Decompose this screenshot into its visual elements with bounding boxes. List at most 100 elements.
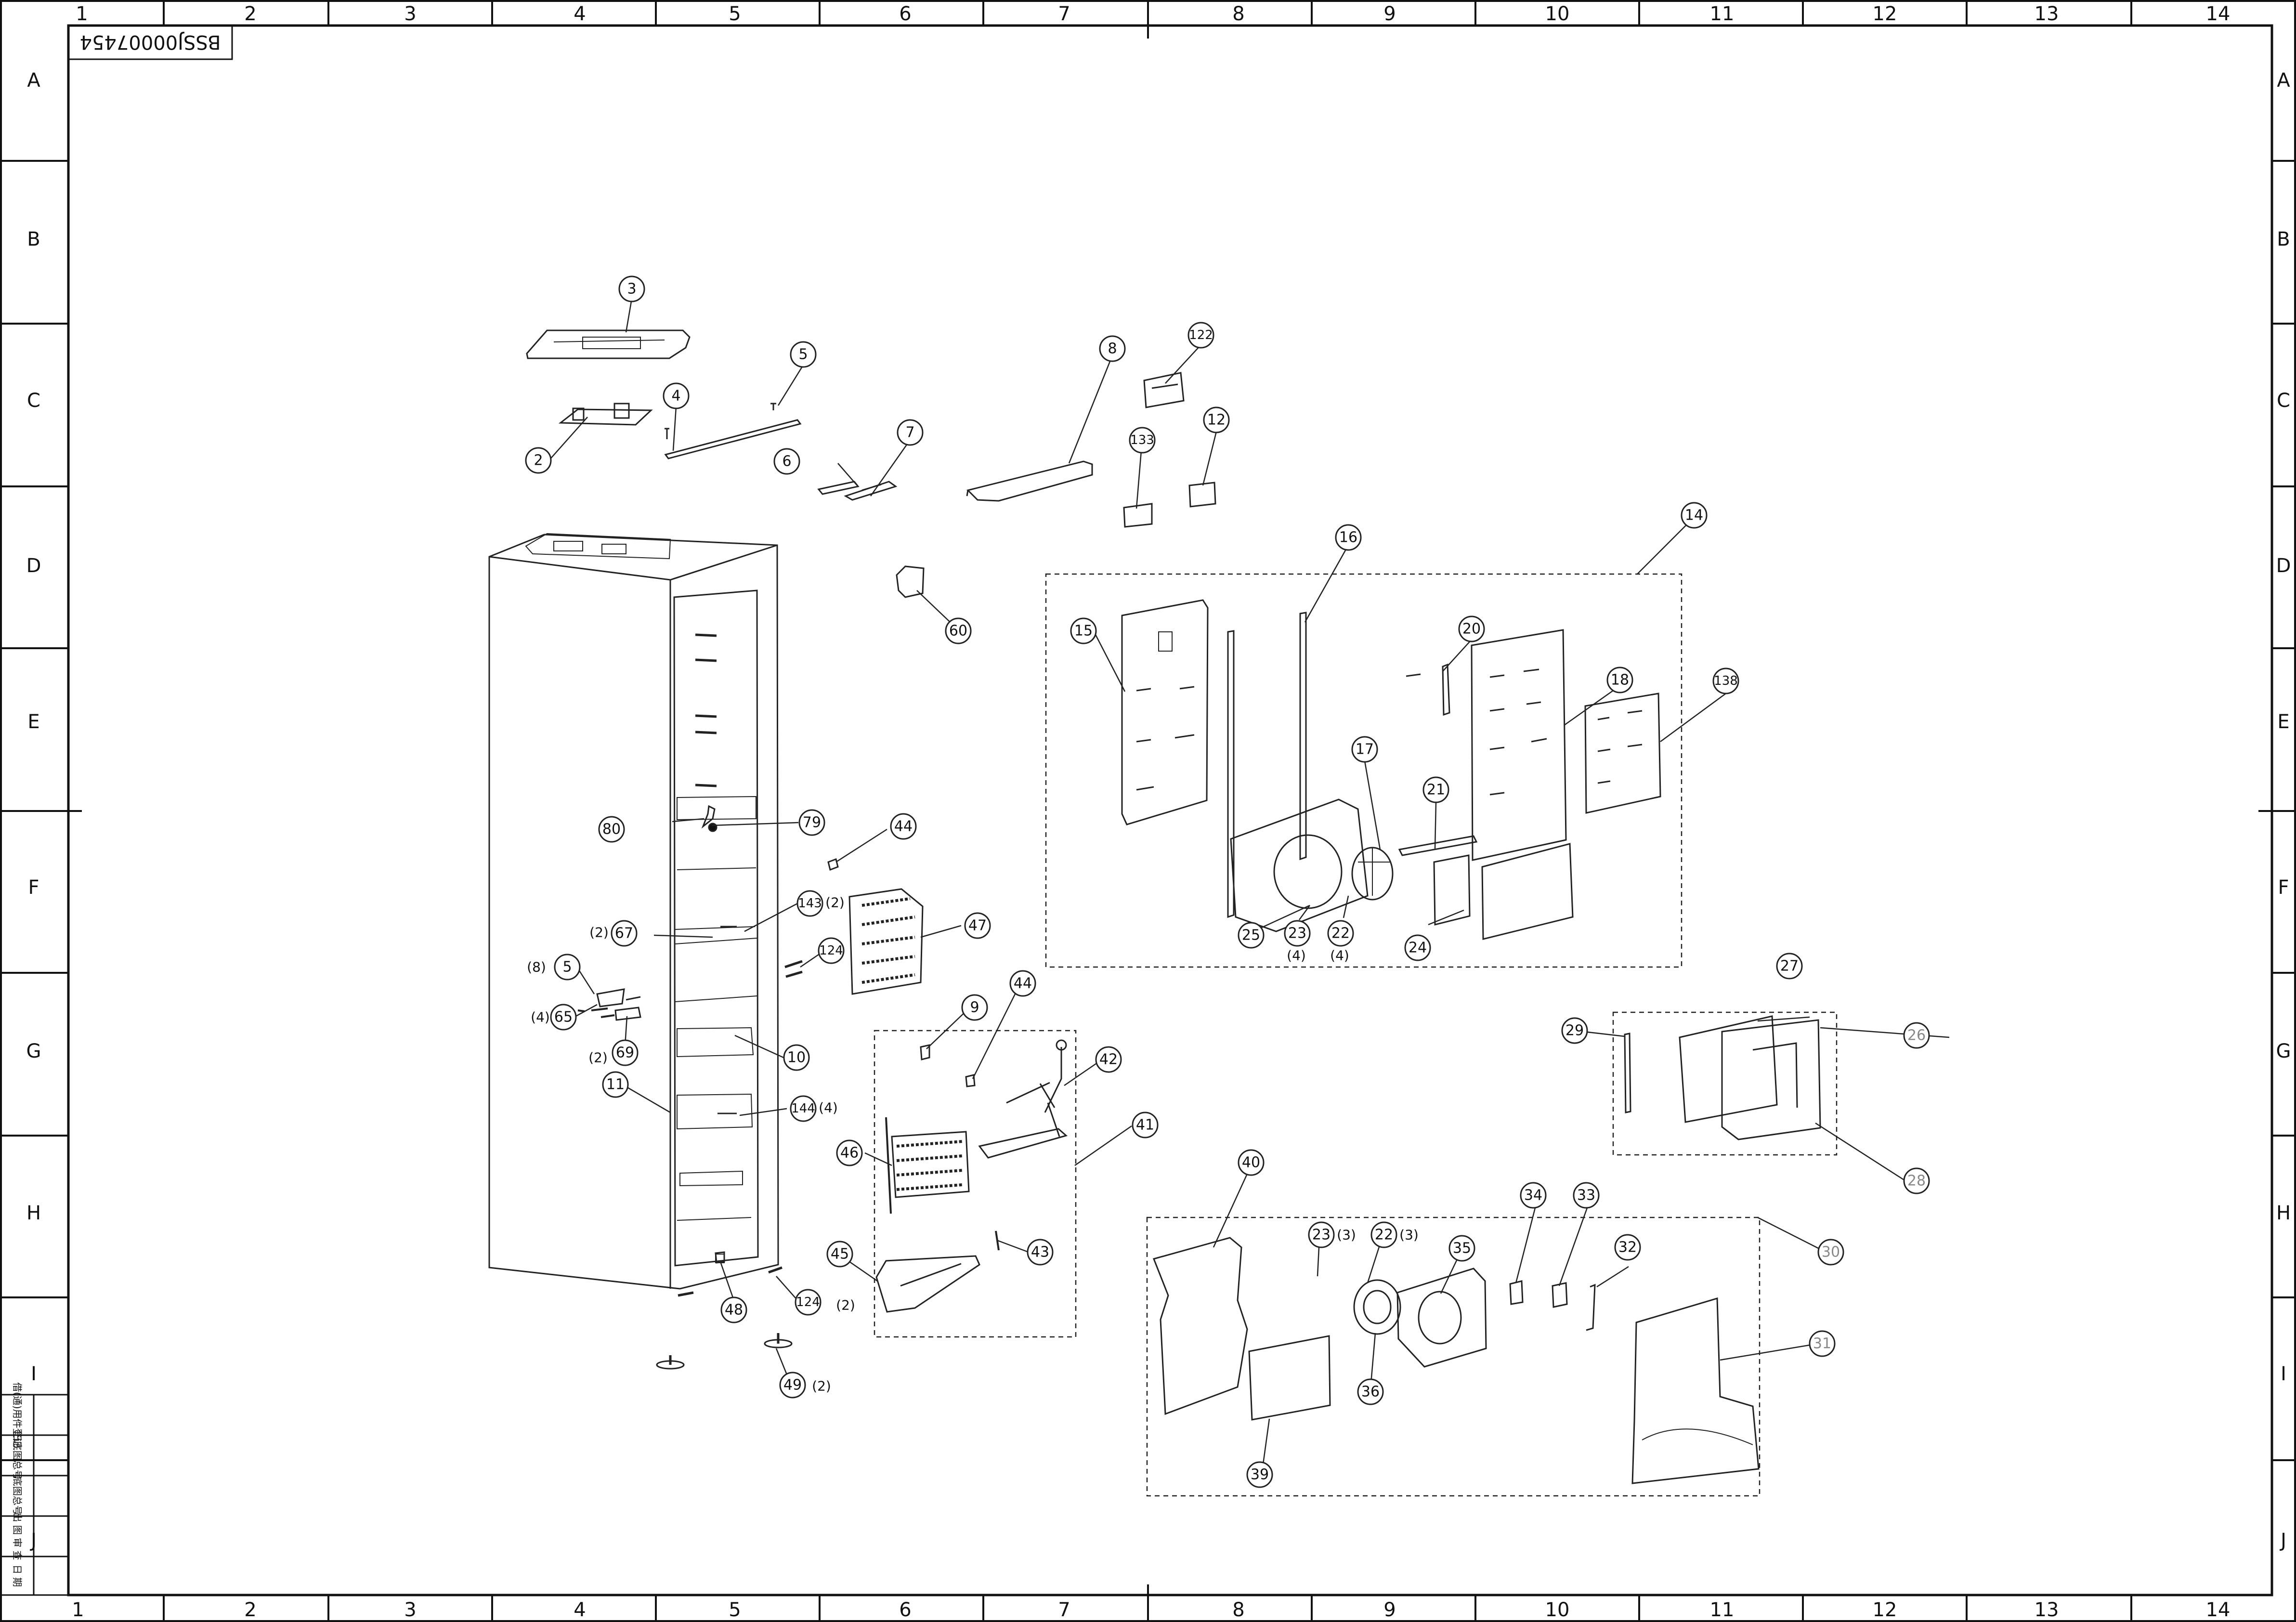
- column-label: 11: [1710, 3, 1735, 25]
- part-top-cover: [526, 329, 691, 359]
- column-ticks: [163, 1, 2132, 1621]
- row-label: B: [27, 228, 40, 250]
- part-hinge-65: [596, 988, 641, 1007]
- callout-11: 11: [606, 1076, 625, 1093]
- callout-16: 16: [1339, 529, 1357, 546]
- callout-12: 12: [1207, 412, 1226, 429]
- part-43: [995, 1230, 1000, 1251]
- callout-124: 124: [796, 1295, 820, 1309]
- column-label: 6: [899, 1599, 911, 1621]
- column-label: 6: [899, 3, 911, 25]
- qty-67: (2): [589, 925, 609, 941]
- part-wires-42: [1006, 1047, 1062, 1113]
- callout-17: 17: [1356, 741, 1374, 758]
- title-block-cell: 底图总号: [12, 1477, 23, 1515]
- callout-36: 36: [1361, 1384, 1380, 1400]
- group-box-26: [1612, 1011, 1838, 1156]
- qty-143: (2): [825, 895, 845, 911]
- part-133: [1123, 503, 1153, 528]
- callout-31: 31: [1813, 1335, 1831, 1352]
- column-label: 3: [404, 3, 416, 25]
- part-60: [896, 565, 925, 598]
- part-hinge-69: [614, 1007, 641, 1021]
- row-label: C: [27, 390, 40, 412]
- group-box-evaporator: [874, 1030, 1077, 1338]
- part-control-board: [558, 403, 653, 426]
- part-screw-5b: [770, 403, 776, 410]
- callout-43: 43: [1031, 1244, 1049, 1261]
- callout-24: 24: [1409, 940, 1427, 956]
- row-label: E: [2277, 711, 2289, 733]
- column-label: 2: [244, 3, 256, 25]
- callout-124: 124: [819, 943, 843, 958]
- callout-29: 29: [1565, 1022, 1584, 1039]
- callout-2: 2: [534, 452, 543, 469]
- row-label: D: [2276, 555, 2291, 577]
- part-bar-4: [664, 419, 802, 459]
- part-21: [1398, 835, 1478, 856]
- callout-14: 14: [1685, 507, 1703, 524]
- callout-48: 48: [725, 1302, 743, 1319]
- row-label: D: [26, 555, 41, 577]
- column-label: 9: [1383, 1599, 1396, 1621]
- group-box-14: [1045, 573, 1683, 968]
- part-48: [715, 1251, 725, 1264]
- callout-28: 28: [1907, 1173, 1926, 1190]
- qty-22: (4): [1330, 948, 1349, 964]
- callout-32: 32: [1618, 1239, 1637, 1256]
- part-29: [1624, 1033, 1631, 1113]
- part-27: [1679, 1015, 1778, 1123]
- title-block-cell: 旧底图总号: [12, 1431, 23, 1479]
- part-15-cover: [1121, 599, 1209, 825]
- row-label: H: [26, 1202, 41, 1224]
- callout-122: 122: [1189, 328, 1213, 342]
- part-31-panel: [1631, 1297, 1760, 1484]
- callout-47: 47: [968, 917, 987, 934]
- part-138: [1584, 693, 1661, 814]
- qty-49: (2): [812, 1378, 831, 1394]
- column-label: 11: [1710, 1599, 1735, 1621]
- qty-65: (4): [531, 1009, 550, 1025]
- part-9: [920, 1044, 930, 1060]
- row-label: I: [31, 1363, 37, 1385]
- callout-80: 80: [602, 821, 621, 838]
- callout-23: 23: [1288, 925, 1306, 942]
- column-label: 1: [72, 1599, 84, 1621]
- callout-35: 35: [1453, 1240, 1471, 1257]
- column-label: 5: [729, 1599, 741, 1621]
- column-label: 8: [1232, 3, 1244, 25]
- part-44b: [965, 1074, 976, 1087]
- part-housing-8: [966, 460, 1093, 502]
- row-label: A: [27, 69, 40, 92]
- row-label: E: [27, 711, 39, 733]
- callout-20: 20: [1462, 621, 1481, 638]
- part-tray-45: [875, 1255, 980, 1313]
- row-ticks: [1, 160, 2295, 1461]
- callout-34: 34: [1524, 1187, 1542, 1204]
- callout-7: 7: [905, 424, 914, 441]
- callout-27: 27: [1780, 958, 1799, 975]
- part-33: [1552, 1282, 1568, 1308]
- part-7: [844, 481, 898, 501]
- part-heater-41: [978, 1102, 1068, 1159]
- callout-10: 10: [787, 1049, 806, 1066]
- title-block: 借(通)用件登记 旧底图总号 底图总号 出 图 审 查 日 期: [0, 1382, 69, 1596]
- callout-30: 30: [1822, 1244, 1840, 1261]
- part-20: [1406, 663, 1450, 716]
- callout-22: 22: [1375, 1227, 1393, 1243]
- leader-lines: [548, 298, 1950, 1475]
- callout-49: 49: [783, 1377, 802, 1394]
- callout-44: 44: [894, 818, 913, 835]
- row-label: F: [28, 876, 39, 899]
- callout-numbers: 3 5 4 2 6 7 8 122 133 12 60 14 16 15 20 …: [534, 281, 1926, 1483]
- callout-41: 41: [1136, 1117, 1154, 1134]
- column-label: 4: [574, 3, 586, 25]
- column-label: 2: [244, 1599, 256, 1621]
- row-label: G: [2276, 1040, 2291, 1062]
- column-label: 1: [76, 3, 88, 25]
- row-label: B: [2277, 228, 2290, 250]
- callout-42: 42: [1099, 1051, 1118, 1068]
- column-label: 12: [1873, 1599, 1897, 1621]
- callout-143: 143: [798, 896, 822, 911]
